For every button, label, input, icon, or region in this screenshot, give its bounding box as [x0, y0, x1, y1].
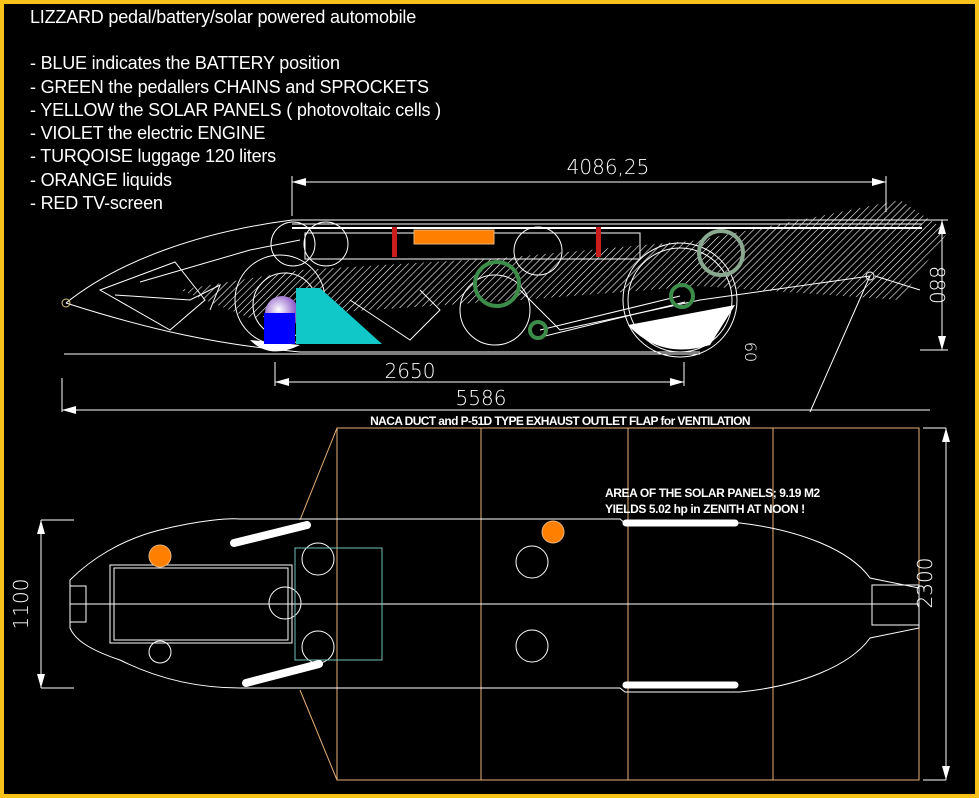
- battery: [264, 313, 295, 344]
- dimension-height: [920, 219, 948, 351]
- front-wheel-fill: [250, 340, 300, 352]
- dimension-length-label: 5586: [456, 386, 507, 410]
- dimension-ground-clearance-label: 60: [741, 342, 760, 362]
- rear-wheel-fill: [628, 305, 735, 350]
- dimension-wheelbase: [274, 362, 685, 386]
- dimension-wheelbase-label: 2650: [385, 359, 436, 383]
- legend-item-chains: - GREEN the pedallers CHAINS and SPROCKE…: [30, 76, 429, 97]
- legend-item-engine: - VIOLET the electric ENGINE: [30, 123, 266, 144]
- ventilation-leader-line: [809, 275, 871, 413]
- top-body-outline: [69, 518, 920, 693]
- liquids-tank-top-front: [148, 544, 172, 568]
- luggage-compartment: [296, 288, 382, 344]
- body-outline-top: [65, 219, 930, 304]
- sprocket-small: [528, 320, 548, 340]
- side-view: 4086,25: [61, 155, 948, 413]
- tv-screen-marker-rear: [596, 227, 601, 257]
- top-view: [69, 427, 920, 781]
- dimension-overall-span-label: 4086,25: [567, 155, 650, 179]
- legend: LIZZARD pedal/battery/solar powered auto…: [30, 6, 441, 215]
- body-outline-bottom: [65, 302, 700, 353]
- legend-item-liquids: - ORANGE liquids: [30, 169, 172, 190]
- chains-sprockets: [473, 229, 745, 340]
- sprocket-large-rear: [697, 229, 745, 277]
- legend-item-luggage: - TURQOISE luggage 120 liters: [30, 146, 276, 167]
- liquids-tank-top-rear: [541, 520, 565, 544]
- sprocket-rear: [669, 283, 695, 309]
- legend-item-battery: - BLUE indicates the BATTERY position: [30, 53, 340, 74]
- dimension-width-total: [923, 427, 950, 781]
- dimension-overall-span: [291, 176, 887, 216]
- legend-item-tv-screen: - RED TV-screen: [30, 193, 163, 214]
- sprocket-large-front: [473, 260, 521, 308]
- dimension-length: [61, 378, 930, 414]
- hatched-solar-band: [180, 200, 948, 318]
- dimension-height-label: 880: [925, 266, 949, 304]
- crank-bar-lower: [242, 660, 323, 687]
- dimension-width-front: [37, 519, 74, 689]
- liquids-tank-side: [413, 229, 495, 245]
- luggage-outline-top: [294, 547, 383, 661]
- solar-yield-note: YIELDS 5.02 hp in ZENITH AT NOON !: [605, 502, 805, 516]
- dimension-width-total-label: 2300: [913, 558, 937, 609]
- solar-area-note: AREA OF THE SOLAR PANELS; 9.19 M2: [605, 486, 821, 500]
- legend-item-solar-panels: - YELLOW the SOLAR PANELS ( photovoltaic…: [30, 99, 441, 120]
- nose-point: [61, 298, 71, 308]
- ventilation-note: NACA DUCT and P-51D TYPE EXHAUST OUTLET …: [370, 414, 750, 428]
- crank-bar-upper: [230, 521, 311, 547]
- dimension-width-front-label: 1100: [9, 579, 33, 630]
- drawing-title: LIZZARD pedal/battery/solar powered auto…: [30, 7, 417, 27]
- tv-screen-marker-front: [392, 227, 397, 257]
